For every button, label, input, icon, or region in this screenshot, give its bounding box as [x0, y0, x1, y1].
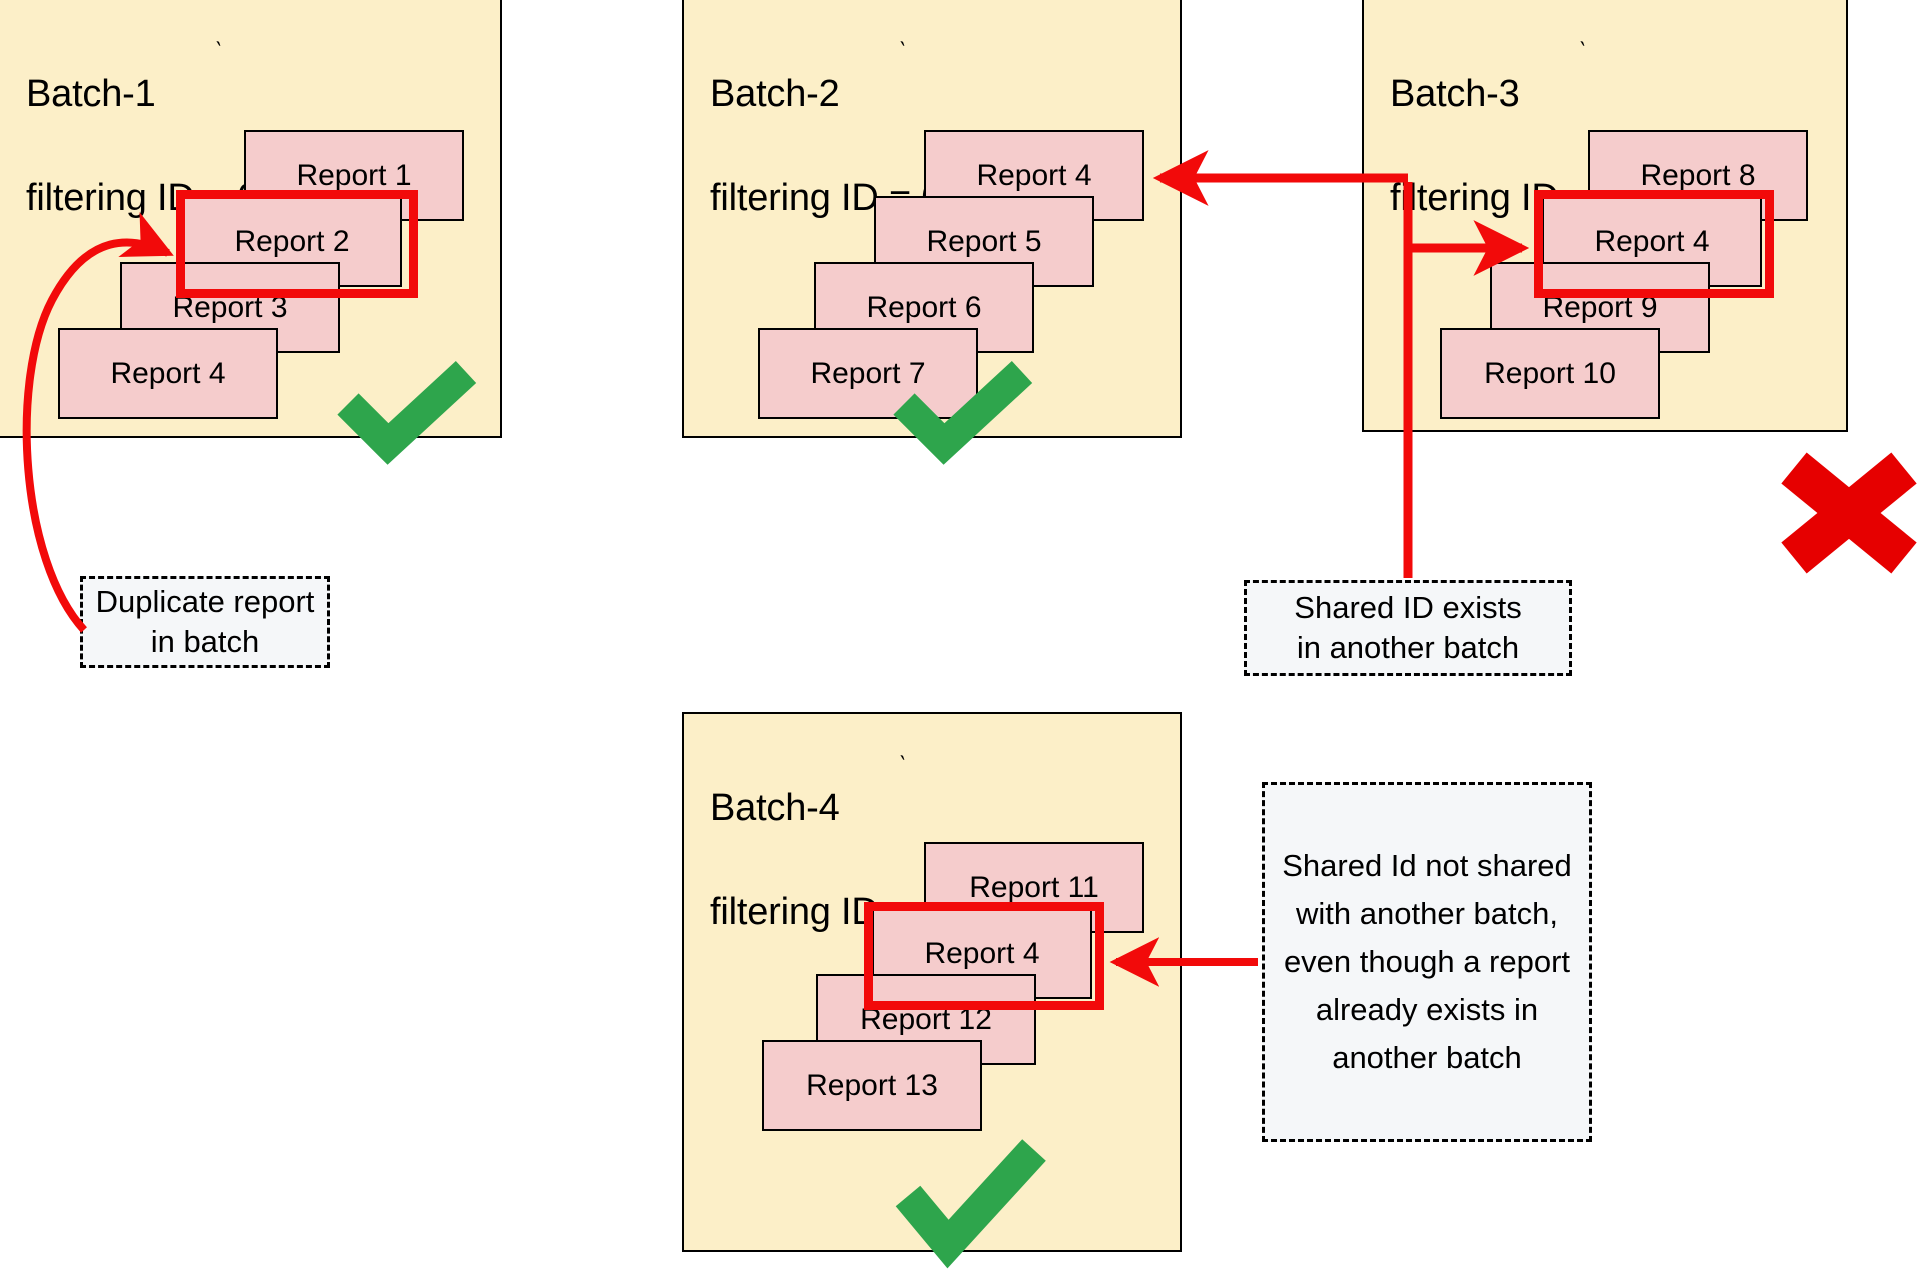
- report-card-b4-3[interactable]: Report 13: [762, 1040, 982, 1131]
- report-card-b1-3[interactable]: Report 4: [58, 328, 278, 419]
- report-card-label: Report 4: [110, 356, 226, 390]
- report-card-b2-3[interactable]: Report 7: [758, 328, 978, 419]
- highlight-rect-batch-3: [1534, 190, 1774, 298]
- report-card-label: Report 1: [296, 158, 412, 192]
- report-card-label: Report 6: [866, 290, 982, 324]
- callout-duplicate-text: Duplicate report in batch: [95, 584, 315, 659]
- report-card-label: Report 4: [976, 158, 1092, 192]
- report-card-label: Report 10: [1484, 356, 1616, 390]
- check-icon-batch-4: [895, 1139, 1046, 1269]
- cross-icon-batch-3: [1781, 452, 1917, 574]
- batch-name-batch-1: Batch-1: [26, 73, 156, 115]
- batch-filter-batch-2: filtering ID = 0: [710, 177, 943, 219]
- report-card-b3-3[interactable]: Report 10: [1440, 328, 1660, 419]
- callout-duplicate-report: Duplicate report in batch: [80, 576, 330, 668]
- batch-name-batch-2: Batch-2: [710, 73, 840, 115]
- highlight-rect-batch-4: [864, 902, 1104, 1010]
- callout-shared-id-exists-text: Shared ID exists in another batch: [1294, 590, 1522, 665]
- highlight-rect-batch-1: [176, 190, 418, 298]
- batch-name-batch-3: Batch-3: [1390, 73, 1520, 115]
- batch-container-batch-1: Batch-1 filtering ID = 0 ` Report 1 Repo…: [0, 0, 502, 438]
- report-card-label: Report 13: [806, 1068, 938, 1102]
- batch-title-batch-2: Batch-2 filtering ID = 0: [710, 16, 942, 224]
- check-icon-batch-2: [893, 360, 1033, 465]
- report-card-label: Report 11: [969, 870, 1099, 904]
- callout-shared-id-exists: Shared ID exists in another batch: [1244, 580, 1572, 676]
- report-card-label: Report 5: [926, 224, 1042, 258]
- callout-shared-id-not-shared-text: Shared Id not shared with another batch,…: [1282, 848, 1572, 1075]
- batch-container-batch-4: Batch-4 filtering ID = 1 ` Report 11 Rep…: [682, 712, 1182, 1252]
- batch-container-batch-3: Batch-3 filtering ID = 0 ` Report 8 Repo…: [1362, 0, 1848, 432]
- report-card-label: Report 7: [810, 356, 926, 390]
- report-card-label: Report 8: [1640, 158, 1756, 192]
- check-icon-batch-1: [337, 360, 477, 465]
- batch-name-batch-4: Batch-4: [710, 787, 840, 829]
- arrow-duplicate-to-report2: [22, 212, 174, 633]
- batch-title-batch-4: Batch-4 filtering ID = 1: [710, 730, 942, 938]
- callout-shared-id-not-shared: Shared Id not shared with another batch,…: [1262, 782, 1592, 1142]
- batch-container-batch-2: Batch-2 filtering ID = 0 ` Report 4 Repo…: [682, 0, 1182, 438]
